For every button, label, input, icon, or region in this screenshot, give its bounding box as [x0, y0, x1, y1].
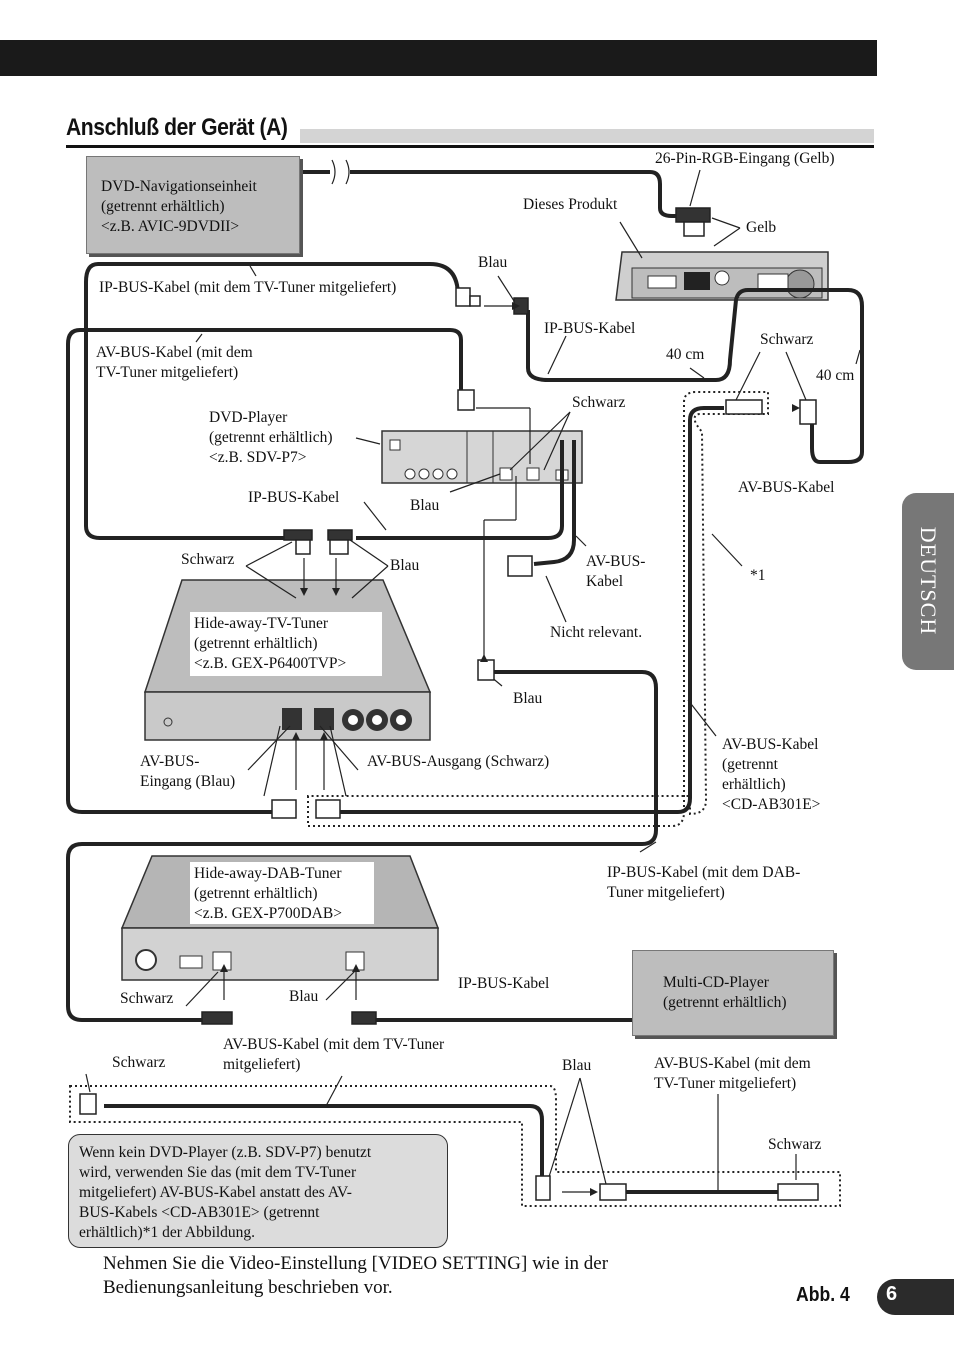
label-blue-bottom: Blau [562, 1057, 592, 1074]
label-black-bottom: Schwarz [112, 1054, 166, 1071]
label-ipbus-2: IP-BUS-Kabel [248, 489, 340, 506]
figure-label: Abb. 4 [796, 1284, 850, 1306]
note-box: Wenn kein DVD-Player (z.B. SDV-P7) benut… [68, 1134, 448, 1248]
dab-tuner-text: Hide-away-DAB-Tuner (getrennt erhältlich… [194, 865, 342, 922]
label-avbus-cd: AV-BUS-Kabel (getrennt erhältlich) <CD-A… [722, 736, 821, 813]
label-blue-mid: Blau [513, 690, 543, 707]
label-black-dab: Schwarz [120, 990, 174, 1007]
dvd-nav-text: DVD-Navigationseinheit (getrennt erhältl… [101, 178, 257, 235]
dab-tuner-label-box: Hide-away-DAB-Tuner (getrennt erhältlich… [190, 862, 374, 924]
language-tab: DEUTSCH [902, 493, 954, 670]
label-avbus-short: AV-BUS- Kabel [586, 553, 646, 590]
label-ipbus-dab: IP-BUS-Kabel (mit dem DAB- Tuner mitgeli… [607, 864, 801, 901]
page-number-pill: 6 [877, 1279, 954, 1315]
page-number: 6 [886, 1283, 898, 1305]
label-40cm-b: 40 cm [816, 367, 855, 384]
label-dvd-player: DVD-Player (getrennt erhältlich) <z.B. S… [209, 409, 333, 466]
language-tab-label: DEUTSCH [916, 526, 941, 636]
label-blue-dab: Blau [289, 988, 319, 1005]
title-rule [66, 145, 874, 148]
instruction-text: Nehmen Sie die Video-Einstellung [VIDEO … [103, 1253, 609, 1298]
label-avbus-tv2: AV-BUS-Kabel (mit dem TV-Tuner mitgelief… [223, 1036, 445, 1073]
cables [66, 170, 864, 1194]
connectors [79, 207, 819, 1201]
label-blue-tuner: Blau [390, 557, 420, 574]
multi-cd-box: Multi-CD-Player (getrennt erhältlich) [632, 950, 834, 1036]
tv-tuner-label-box: Hide-away-TV-Tuner (getrennt erhältlich)… [190, 612, 382, 676]
label-avbus-tv: AV-BUS-Kabel (mit dem TV-Tuner mitgelief… [96, 344, 253, 381]
label-yellow: Gelb [746, 219, 777, 236]
label-ipbus-3: IP-BUS-Kabel [458, 975, 550, 992]
label-black-dvd: Schwarz [572, 394, 626, 411]
label-40cm-a: 40 cm [666, 346, 705, 363]
label-rgb-input: 26-Pin-RGB-Eingang (Gelb) [655, 150, 835, 167]
note-text: Wenn kein DVD-Player (z.B. SDV-P7) benut… [79, 1144, 372, 1241]
label-this-product: Dieses Produkt [523, 196, 618, 213]
label-avbus-in: AV-BUS- Eingang (Blau) [140, 753, 236, 790]
dvd-nav-box: DVD-Navigationseinheit (getrennt erhältl… [86, 156, 300, 254]
label-ipbus-tv: IP-BUS-Kabel (mit dem TV-Tuner mitgelief… [99, 279, 397, 296]
label-black-tuner: Schwarz [181, 551, 235, 568]
section-title: Anschluß der Gerät (A) [66, 114, 288, 141]
label-star1: *1 [750, 567, 766, 584]
arrow-heads [220, 302, 800, 1196]
dvd-player-illustration [381, 430, 583, 484]
header-bar [0, 40, 877, 76]
label-black-right: Schwarz [760, 331, 814, 348]
dotted-routes [69, 391, 841, 1207]
title-band [300, 129, 874, 143]
label-black-br: Schwarz [768, 1136, 822, 1153]
head-unit-illustration [615, 251, 829, 301]
label-avbus-right: AV-BUS-Kabel [738, 479, 835, 496]
label-ipbus-1: IP-BUS-Kabel [544, 320, 636, 337]
label-blue-dvd: Blau [410, 497, 440, 514]
label-not-relevant: Nicht relevant. [550, 624, 643, 641]
tv-tuner-text: Hide-away-TV-Tuner (getrennt erhältlich)… [194, 615, 347, 672]
label-avbus-out: AV-BUS-Ausgang (Schwarz) [367, 753, 550, 770]
label-avbus-tv3: AV-BUS-Kabel (mit dem TV-Tuner mitgelief… [654, 1055, 811, 1092]
multi-cd-text: Multi-CD-Player (getrennt erhältlich) [663, 974, 787, 1011]
label-blue-top: Blau [478, 254, 508, 271]
leader-lines [85, 169, 861, 1193]
